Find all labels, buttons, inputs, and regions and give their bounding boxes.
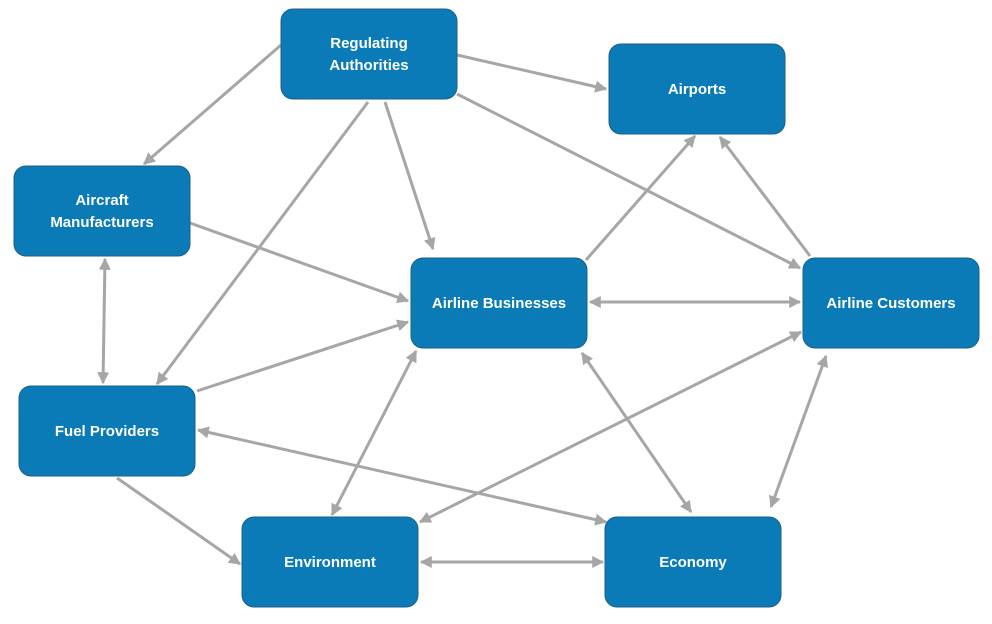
connector-regulating-authorities-to-fuel-providers bbox=[155, 101, 370, 385]
node-economy: Economy bbox=[604, 516, 782, 608]
edges bbox=[97, 43, 828, 568]
connector-aircraft-manufacturers-to-airline-businesses bbox=[189, 221, 410, 304]
node-box-airline-customers bbox=[802, 257, 980, 349]
nodes: RegulatingAuthoritiesAirportsAircraftMan… bbox=[13, 8, 980, 608]
node-label-aircraft-manufacturers: Aircraft bbox=[75, 192, 128, 209]
node-fuel-providers: Fuel Providers bbox=[18, 385, 196, 477]
node-box-fuel-providers bbox=[18, 385, 196, 477]
node-airline-businesses: Airline Businesses bbox=[410, 257, 588, 349]
connector-fuel-providers-to-airline-businesses bbox=[196, 319, 410, 393]
connector-airline-businesses-to-airports bbox=[584, 135, 697, 261]
node-box-airline-businesses bbox=[410, 257, 588, 349]
connector-fuel-providers-to-economy bbox=[196, 426, 608, 526]
connector-regulating-authorities-to-airline-customers bbox=[456, 92, 802, 270]
node-box-aircraft-manufacturers bbox=[13, 165, 191, 257]
node-label-environment: Environment bbox=[284, 554, 376, 571]
connector-economy-to-airline-customers bbox=[769, 354, 828, 509]
connector-airline-businesses-to-economy bbox=[580, 352, 693, 513]
node-airports: Airports bbox=[608, 43, 786, 135]
connector-environment-to-airline-customers bbox=[418, 330, 803, 524]
node-label-airports: Airports bbox=[668, 81, 726, 98]
node-label-aircraft-manufacturers: Manufacturers bbox=[50, 214, 153, 231]
connector-aircraft-manufacturers-to-fuel-providers bbox=[97, 257, 111, 385]
node-label-airline-customers: Airline Customers bbox=[826, 295, 955, 312]
node-label-regulating-authorities: Authorities bbox=[329, 57, 408, 74]
node-label-economy: Economy bbox=[659, 554, 727, 571]
connector-regulating-authorities-to-airline-businesses bbox=[383, 101, 436, 251]
node-box-economy bbox=[604, 516, 782, 608]
connector-fuel-providers-to-environment bbox=[116, 476, 241, 566]
node-environment: Environment bbox=[241, 516, 419, 608]
connector-airline-customers-to-airports bbox=[718, 136, 812, 257]
node-box-environment bbox=[241, 516, 419, 608]
node-box-airports bbox=[608, 43, 786, 135]
node-airline-customers: Airline Customers bbox=[802, 257, 980, 349]
node-box-regulating-authorities bbox=[280, 8, 458, 100]
connector-regulating-authorities-to-airports bbox=[456, 53, 608, 93]
node-label-airline-businesses: Airline Businesses bbox=[432, 295, 566, 312]
node-label-regulating-authorities: Regulating bbox=[330, 35, 408, 52]
connector-regulating-authorities-to-aircraft-manufacturers bbox=[143, 43, 282, 166]
connector-environment-to-airline-businesses bbox=[330, 349, 418, 517]
node-label-fuel-providers: Fuel Providers bbox=[55, 423, 159, 440]
